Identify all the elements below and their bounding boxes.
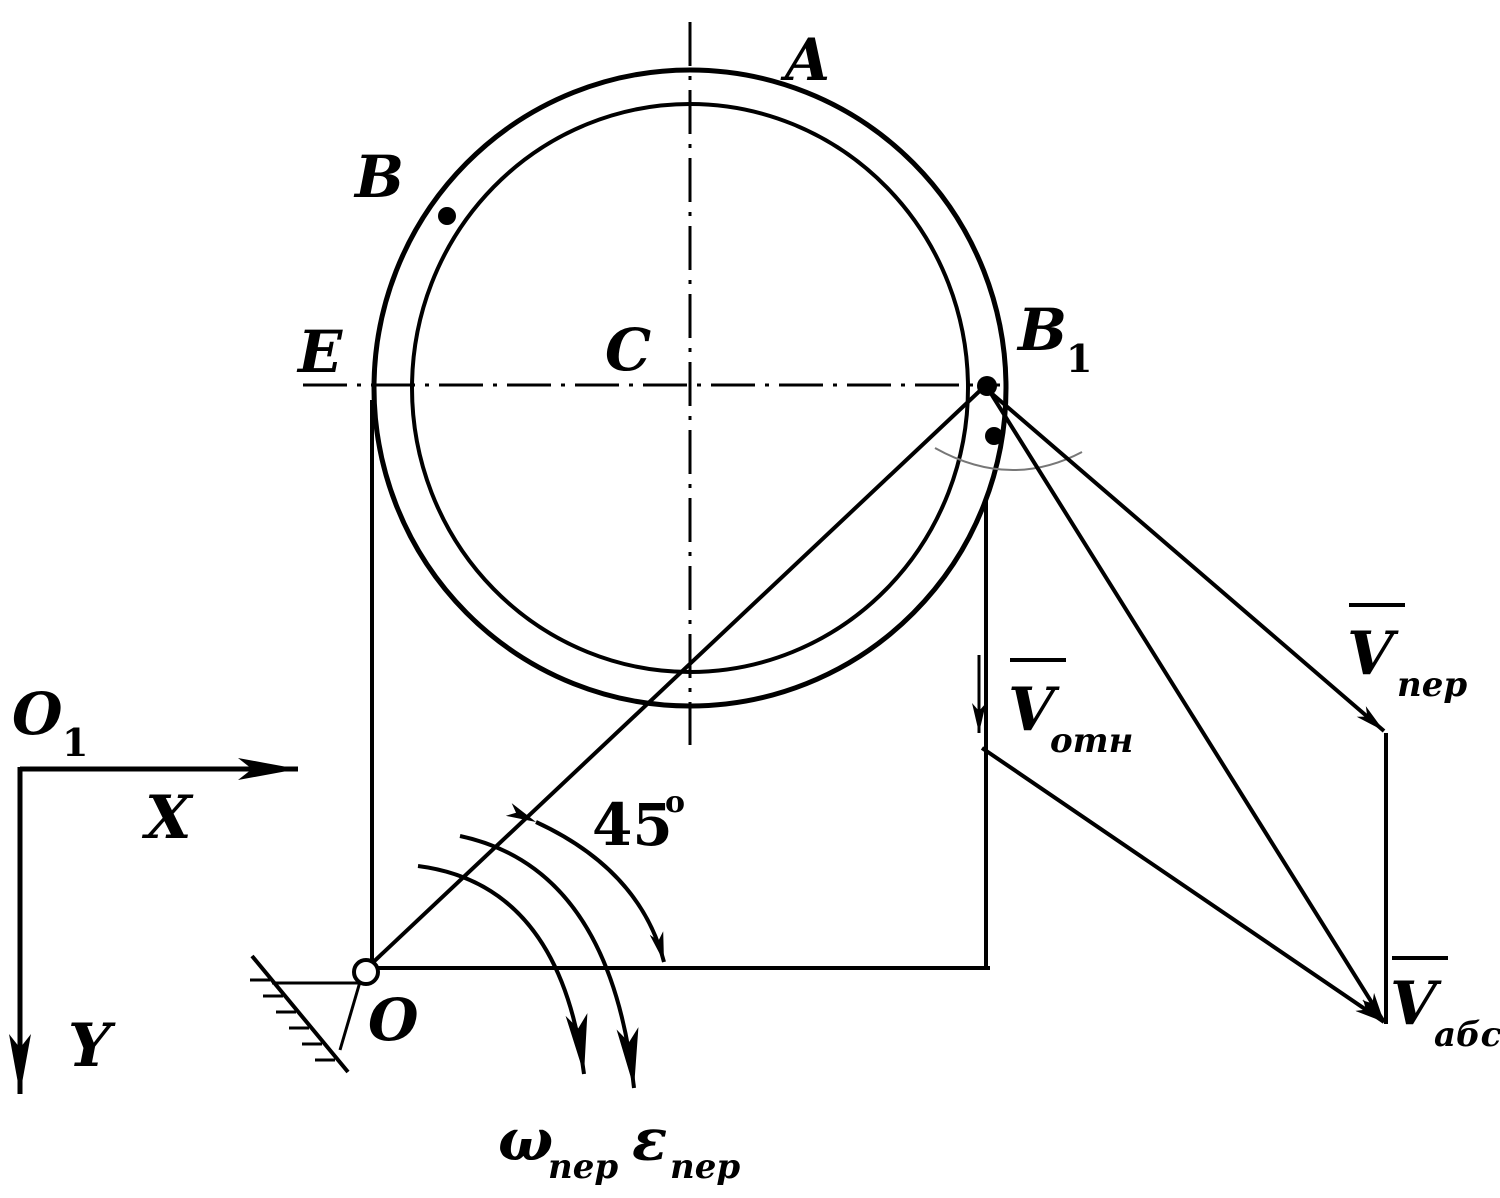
label-o1-sub: 1	[62, 720, 88, 765]
label-angle-45: 45	[592, 791, 673, 859]
line-o-b1	[365, 383, 988, 970]
label-c: C	[605, 316, 651, 384]
label-angle-degree: o	[665, 785, 685, 820]
label-b1-sub: 1	[1066, 336, 1092, 381]
point-b	[438, 207, 456, 225]
epsilon-arrow	[459, 834, 639, 1089]
ring-outer	[371, 67, 1009, 709]
label-o: O	[368, 986, 419, 1054]
point-b1	[977, 376, 997, 396]
pivot-o	[352, 958, 380, 986]
label-omega: ω	[498, 1106, 553, 1174]
vector-v-per	[988, 390, 1386, 733]
thin-arc-near-b1	[934, 447, 1083, 472]
label-y-axis: Y	[68, 1011, 116, 1081]
vector-v-abs	[988, 390, 1386, 1024]
label-v-per-sub: пер	[1397, 665, 1467, 705]
label-v-abs-sub: абс	[1434, 1015, 1500, 1055]
angle-arc-45	[505, 803, 666, 963]
label-epsilon: ε	[632, 1106, 667, 1174]
ring-inner	[410, 102, 970, 674]
label-epsilon-sub: пер	[670, 1147, 740, 1187]
label-a: A	[780, 26, 830, 94]
label-v-otn: V	[1008, 675, 1060, 745]
omega-arrow	[417, 864, 588, 1075]
pivot-support	[250, 954, 365, 1074]
label-v-abs: V	[1390, 969, 1442, 1039]
label-v-otn-sub: отн	[1050, 721, 1133, 761]
label-b1: B	[1016, 296, 1067, 364]
label-x-axis: X	[141, 783, 194, 853]
label-e: E	[296, 318, 343, 386]
label-b: B	[353, 143, 404, 211]
line-v-otn-end-to-abs	[980, 746, 1386, 1024]
label-o1: O	[12, 680, 63, 748]
point-extra	[985, 427, 1003, 445]
label-v-per: V	[1347, 619, 1399, 689]
label-omega-sub: пер	[548, 1147, 618, 1187]
